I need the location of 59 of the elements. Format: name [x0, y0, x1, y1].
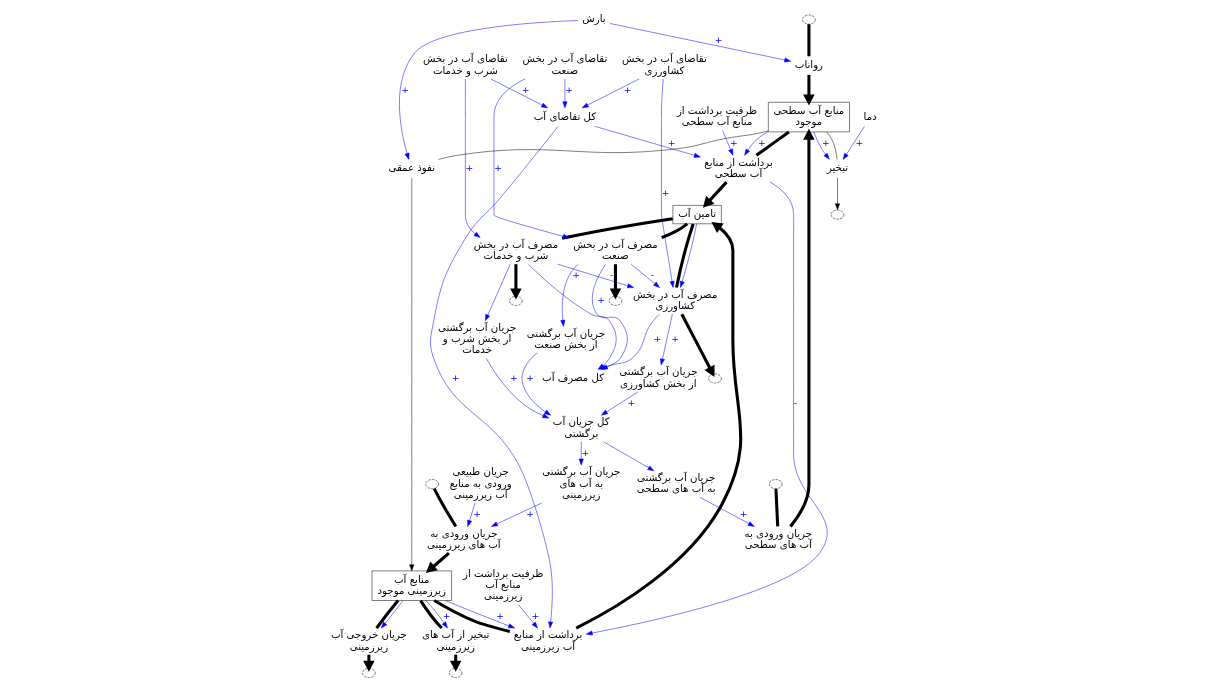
node-text: ظرفیت برداشت از منابع آب زیرزمینی — [463, 568, 544, 602]
edge-label: + — [671, 332, 680, 344]
node-text: جریان خروجی آب زیرزمینی — [330, 629, 407, 652]
edge-label: + — [581, 446, 590, 458]
edge-label: + — [661, 186, 670, 198]
node-text: نفوذ عمقی — [388, 162, 436, 174]
edge-label: + — [855, 136, 864, 148]
edge-label: + — [521, 83, 530, 95]
node-text: مصرف آب در بخش کشاورزی — [632, 288, 718, 312]
node-text: جریان آب برگشتی به آب های سطحی — [636, 472, 716, 495]
node-text: دما — [863, 110, 877, 122]
node-text: ظرفیت برداشت از منابع آب سطحی — [676, 105, 758, 128]
edge-label: + — [565, 83, 573, 95]
edge-label: + — [739, 508, 748, 519]
node-text: برداشت از منابع آب زیرزمینی — [513, 629, 583, 652]
edge-label: + — [531, 609, 540, 621]
node-text: جریان ورودی به آب های زیرزمینی — [426, 527, 501, 550]
node-text: کل مصرف آب — [542, 372, 605, 384]
node-text: مصرف آب در بخش صنعت — [573, 238, 658, 262]
node-text: کل تقاضای آب — [533, 110, 597, 122]
node-text: جریان آب برگشتی به آب های زیرزمینی — [542, 466, 621, 500]
node-text: تقاضای آب در بخش کشاورزی — [622, 53, 707, 76]
edge-label: + — [627, 396, 636, 408]
edge-label: + — [667, 136, 676, 148]
node-text: تبخیر — [826, 162, 849, 174]
edge-label: + — [465, 161, 474, 173]
edge-label: + — [526, 371, 535, 383]
node-text: کل جریان آب برگشتی — [552, 416, 610, 439]
edge-label: + — [821, 136, 830, 148]
node-text: رواناب — [794, 59, 824, 71]
node-text: جریان طبیعی ورودی به منابع آب زیرزمینی — [449, 466, 512, 500]
node-text: جریان آب برگشتی از بخش صنعت — [526, 327, 606, 350]
edge-label: + — [714, 33, 723, 45]
edge-label: + — [496, 609, 504, 621]
node-text: تبخیر از آب های زیرزمینی — [421, 629, 490, 652]
node-text: جریان آب برگشتی از بخش شرب و خدمات — [438, 321, 517, 356]
edge-label: - — [650, 269, 655, 281]
edge-label: + — [653, 332, 662, 344]
edge-label: + — [451, 371, 460, 383]
node-text: برداشت از منابع آب سطحی — [704, 156, 773, 179]
edge-label: + — [526, 508, 535, 519]
edge-label: + — [572, 269, 580, 281]
edge-label: + — [510, 371, 518, 383]
edge-label: - — [609, 269, 614, 281]
edge-label: + — [623, 83, 632, 95]
node-text: تقاضای آب در بخش صنعت — [522, 53, 608, 76]
edge-label: + — [597, 294, 605, 306]
edge-label: + — [473, 508, 481, 519]
edge-label: - — [793, 396, 798, 408]
node-text: مصرف آب در بخش شرب و خدمات — [473, 238, 559, 262]
edge-label: + — [730, 136, 738, 148]
edge-label: + — [494, 161, 502, 173]
node-text: جریان ورودی به آب های سطحی — [744, 527, 812, 550]
node-text: تقاضای آب در بخش شرب و خدمات — [422, 53, 508, 76]
edge-label: + — [401, 83, 409, 95]
node-text: بارش — [582, 13, 606, 25]
edge-label: + — [758, 136, 766, 148]
node-text: جریان آب برگشتی از بخش کشاورزی — [619, 366, 698, 389]
edge-label: + — [442, 609, 451, 621]
